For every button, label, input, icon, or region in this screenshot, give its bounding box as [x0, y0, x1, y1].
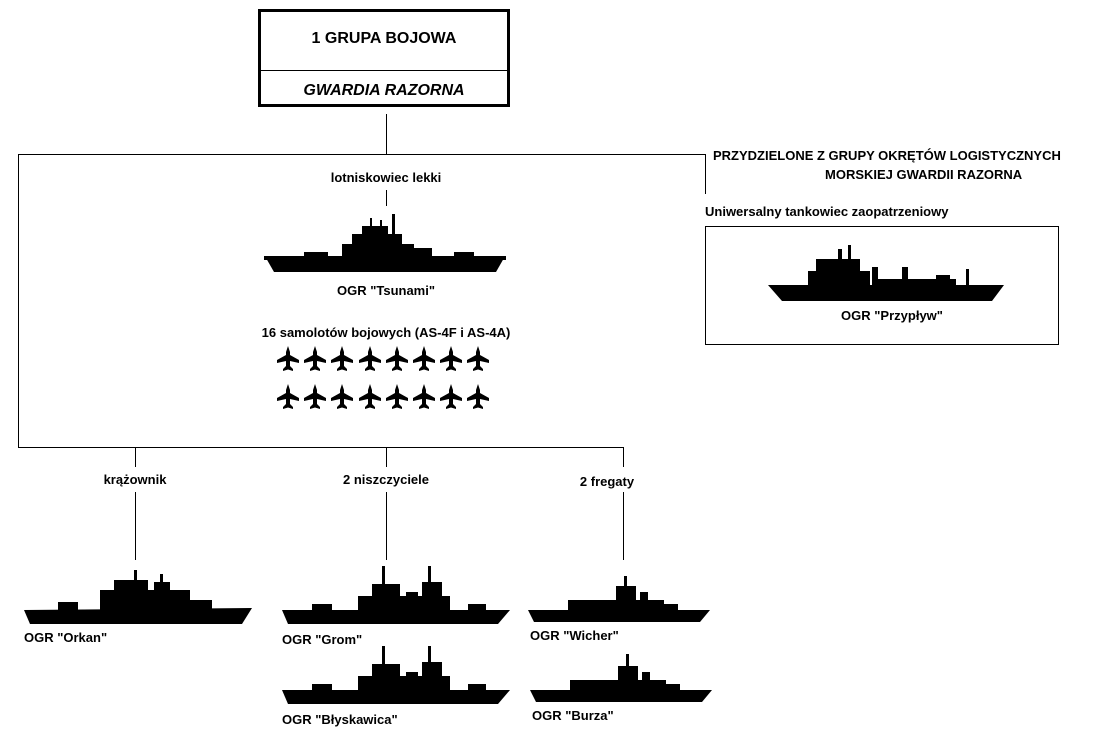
headquarters-title: 1 GRUPA BOJOWA [311, 30, 457, 47]
aircraft-icon [277, 384, 299, 409]
tanker-ship-silhouette [768, 245, 1004, 301]
destroyer-ship-silhouette-1 [282, 566, 510, 624]
aircraft-icon [277, 346, 299, 371]
aircraft-icon [331, 384, 354, 409]
aircraft-label: 16 samolotów bojowych (AS-4F i AS-4A) [261, 325, 511, 340]
destroyer-ship-silhouette-2 [282, 646, 510, 704]
aircraft-icon [358, 346, 381, 371]
tanker-ship-name: OGR "Przypływ" [841, 308, 943, 323]
aircraft-icon [440, 384, 463, 409]
cruiser-ship-silhouette [24, 570, 252, 624]
frigate-ship-name-2: OGR "Burza" [532, 708, 614, 723]
aircraft-icon [467, 384, 490, 409]
headquarters-subtitle: GWARDIA RAZORNA [303, 82, 465, 99]
aircraft-icon [358, 384, 381, 409]
connector-carrier-down [386, 190, 387, 206]
carrier-ship-silhouette [264, 214, 506, 272]
carrier-ship-name: OGR "Tsunami" [336, 283, 436, 298]
aircraft-icon [304, 384, 327, 409]
carrier-type-label: lotniskowiec lekki [330, 170, 442, 185]
aircraft-icon [413, 346, 435, 371]
aircraft-icon [385, 346, 408, 371]
aircraft-grid [277, 346, 499, 416]
connector-frigates-down [623, 447, 624, 467]
frigate-ship-name-1: OGR "Wicher" [530, 628, 619, 643]
frigates-type-label: 2 fregaty [579, 474, 635, 489]
aircraft-icon [440, 346, 463, 371]
connector-destroyers-down [386, 447, 387, 467]
aircraft-icon [304, 346, 327, 371]
destroyers-type-label: 2 niszczyciele [343, 472, 429, 487]
headquarters-box: 1 GRUPA BOJOWA GWARDIA RAZORNA [258, 9, 510, 107]
cruiser-type-label: krążownik [103, 472, 167, 487]
connector-cruiser-ship [135, 492, 136, 560]
connector-cruiser-down [135, 447, 136, 467]
aircraft-icon [413, 384, 435, 409]
connector-hq-down [386, 114, 387, 154]
frigate-ship-silhouette-2 [530, 654, 712, 702]
aircraft-icon [331, 346, 354, 371]
logistics-header-line2: MORSKIEJ GWARDII RAZORNA [825, 167, 1023, 182]
headquarters-divider [261, 70, 507, 71]
connector-bottom-horizontal [18, 447, 624, 448]
frigate-ship-silhouette-1 [528, 576, 710, 622]
logistics-type-label: Uniwersalny tankowiec zaopatrzeniowy [705, 204, 949, 219]
connector-top-horizontal [18, 154, 706, 155]
connector-destroyers-ship [386, 492, 387, 560]
aircraft-icon [467, 346, 490, 371]
cruiser-ship-name: OGR "Orkan" [24, 630, 108, 645]
destroyer-ship-name-1: OGR "Grom" [282, 632, 363, 647]
connector-frigates-ship [623, 492, 624, 560]
logistics-header-line1: PRZYDZIELONE Z GRUPY OKRĘTÓW LOGISTYCZNY… [713, 148, 1061, 163]
tanker-box: OGR "Przypływ" [705, 226, 1059, 345]
connector-left-vertical [18, 154, 19, 448]
connector-logistics-down [705, 154, 706, 194]
destroyer-ship-name-2: OGR "Błyskawica" [282, 712, 398, 727]
aircraft-icon [385, 384, 408, 409]
